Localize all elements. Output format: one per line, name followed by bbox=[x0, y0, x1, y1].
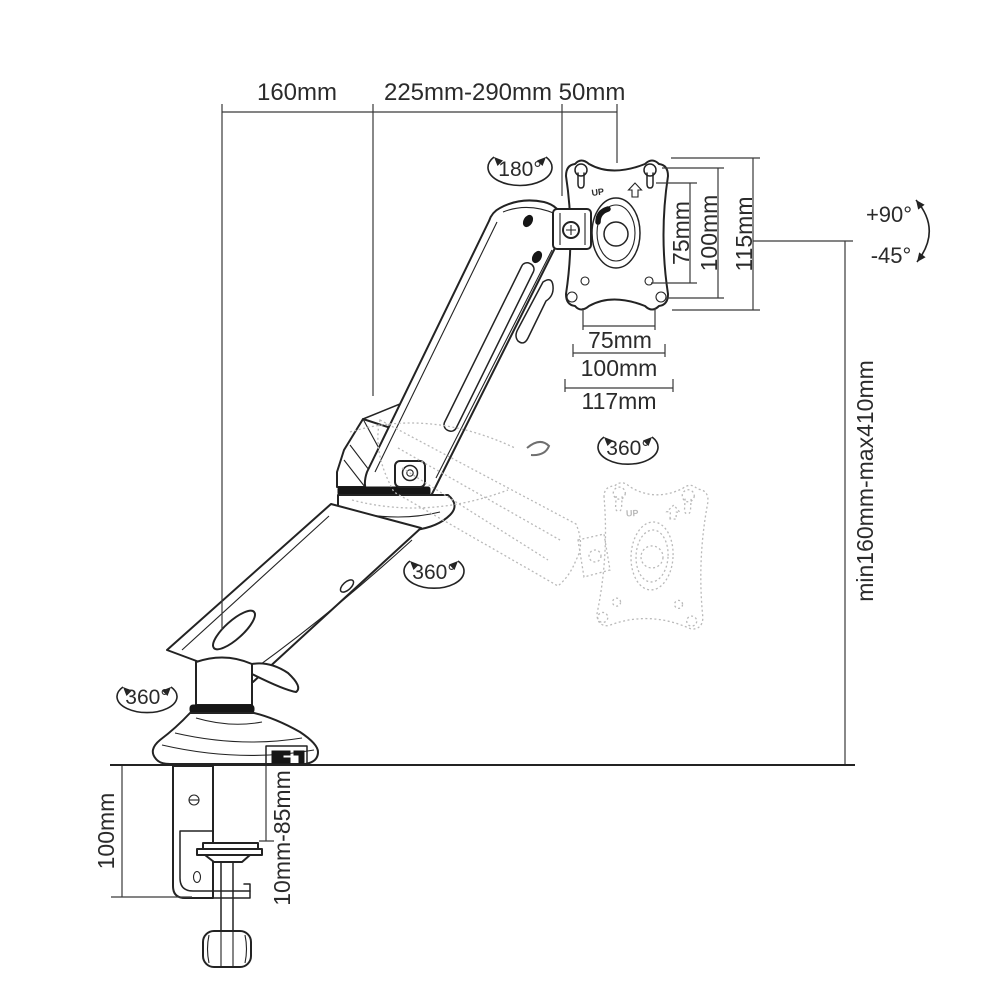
vesa-plate-outline bbox=[565, 159, 669, 311]
ghost-arm-outline bbox=[377, 419, 582, 587]
elbow-band bbox=[337, 486, 431, 496]
hub-lever bbox=[595, 206, 611, 225]
lower-arm-outline bbox=[166, 503, 422, 683]
ghost-arm-position: UP bbox=[349, 419, 709, 630]
cable-clip-icon bbox=[271, 750, 291, 764]
up-arrow-icon bbox=[627, 182, 643, 198]
label-arm-swivel: 360° bbox=[412, 561, 455, 584]
lower-arm bbox=[166, 503, 422, 706]
tilt-arc bbox=[915, 199, 930, 263]
gas-spring-slot bbox=[443, 262, 535, 432]
vesa-plate: UP bbox=[565, 159, 669, 311]
base-ring bbox=[189, 704, 255, 714]
clamp-back-plate bbox=[172, 765, 214, 899]
label-vesa-overall-v: 115mm bbox=[731, 197, 757, 272]
label-head-depth: 50mm bbox=[559, 79, 626, 106]
dimension-lines bbox=[111, 104, 853, 898]
keyhole-left-icon bbox=[574, 163, 588, 177]
label-tilt-up: +90° bbox=[866, 202, 912, 227]
label-tilt-down: -45° bbox=[871, 243, 912, 268]
label-vesa-holes-v: 75mm bbox=[668, 201, 694, 265]
label-head-swivel: 180° bbox=[498, 158, 541, 181]
desk-clamp bbox=[172, 765, 263, 968]
keyhole-right-icon bbox=[643, 163, 657, 177]
label-vesa-rotate: 360° bbox=[606, 437, 649, 460]
elbow-pivot-block bbox=[394, 460, 426, 488]
ghost-vesa-plate: UP bbox=[596, 482, 709, 630]
rotation-arcs bbox=[116, 156, 930, 714]
ghost-up-marking: UP bbox=[626, 508, 639, 519]
head-bracket bbox=[552, 208, 592, 250]
label-height-range: min160mm-max410mm bbox=[852, 360, 878, 602]
height-dimension-line bbox=[753, 240, 853, 764]
clamp-knob bbox=[202, 930, 252, 968]
label-arm-range: 225mm-290mm bbox=[384, 79, 552, 106]
label-base-swivel: 360° bbox=[125, 686, 168, 709]
label-base-to-elbow: 160mm bbox=[257, 79, 337, 106]
label-clamp-height: 100mm bbox=[93, 793, 119, 870]
vesa-rotate-arc bbox=[597, 436, 659, 465]
head-swivel-arc bbox=[487, 156, 553, 187]
base-foot bbox=[151, 712, 319, 765]
monitor-arm-drawing: UP bbox=[110, 159, 855, 968]
arm-slot bbox=[212, 609, 256, 651]
up-marking: UP bbox=[591, 186, 605, 198]
label-vesa-holes-h: 75mm bbox=[588, 327, 652, 353]
dimension-labels: 160mm 225mm-290mm 50mm 75mm 100mm 115mm … bbox=[93, 79, 912, 906]
clamp-screw-shaft bbox=[220, 861, 234, 933]
base bbox=[151, 704, 319, 765]
base-swivel-arc bbox=[116, 686, 178, 714]
label-vesa-plate-h: 100mm bbox=[581, 355, 658, 381]
label-vesa-overall-h: 117mm bbox=[582, 388, 657, 414]
pole bbox=[195, 656, 253, 706]
arm-swivel-arc bbox=[403, 560, 465, 589]
label-desk-thickness: 10mm-85mm bbox=[269, 770, 295, 905]
ghost-head-bracket bbox=[577, 533, 611, 578]
label-vesa-plate-v: 100mm bbox=[696, 195, 722, 272]
